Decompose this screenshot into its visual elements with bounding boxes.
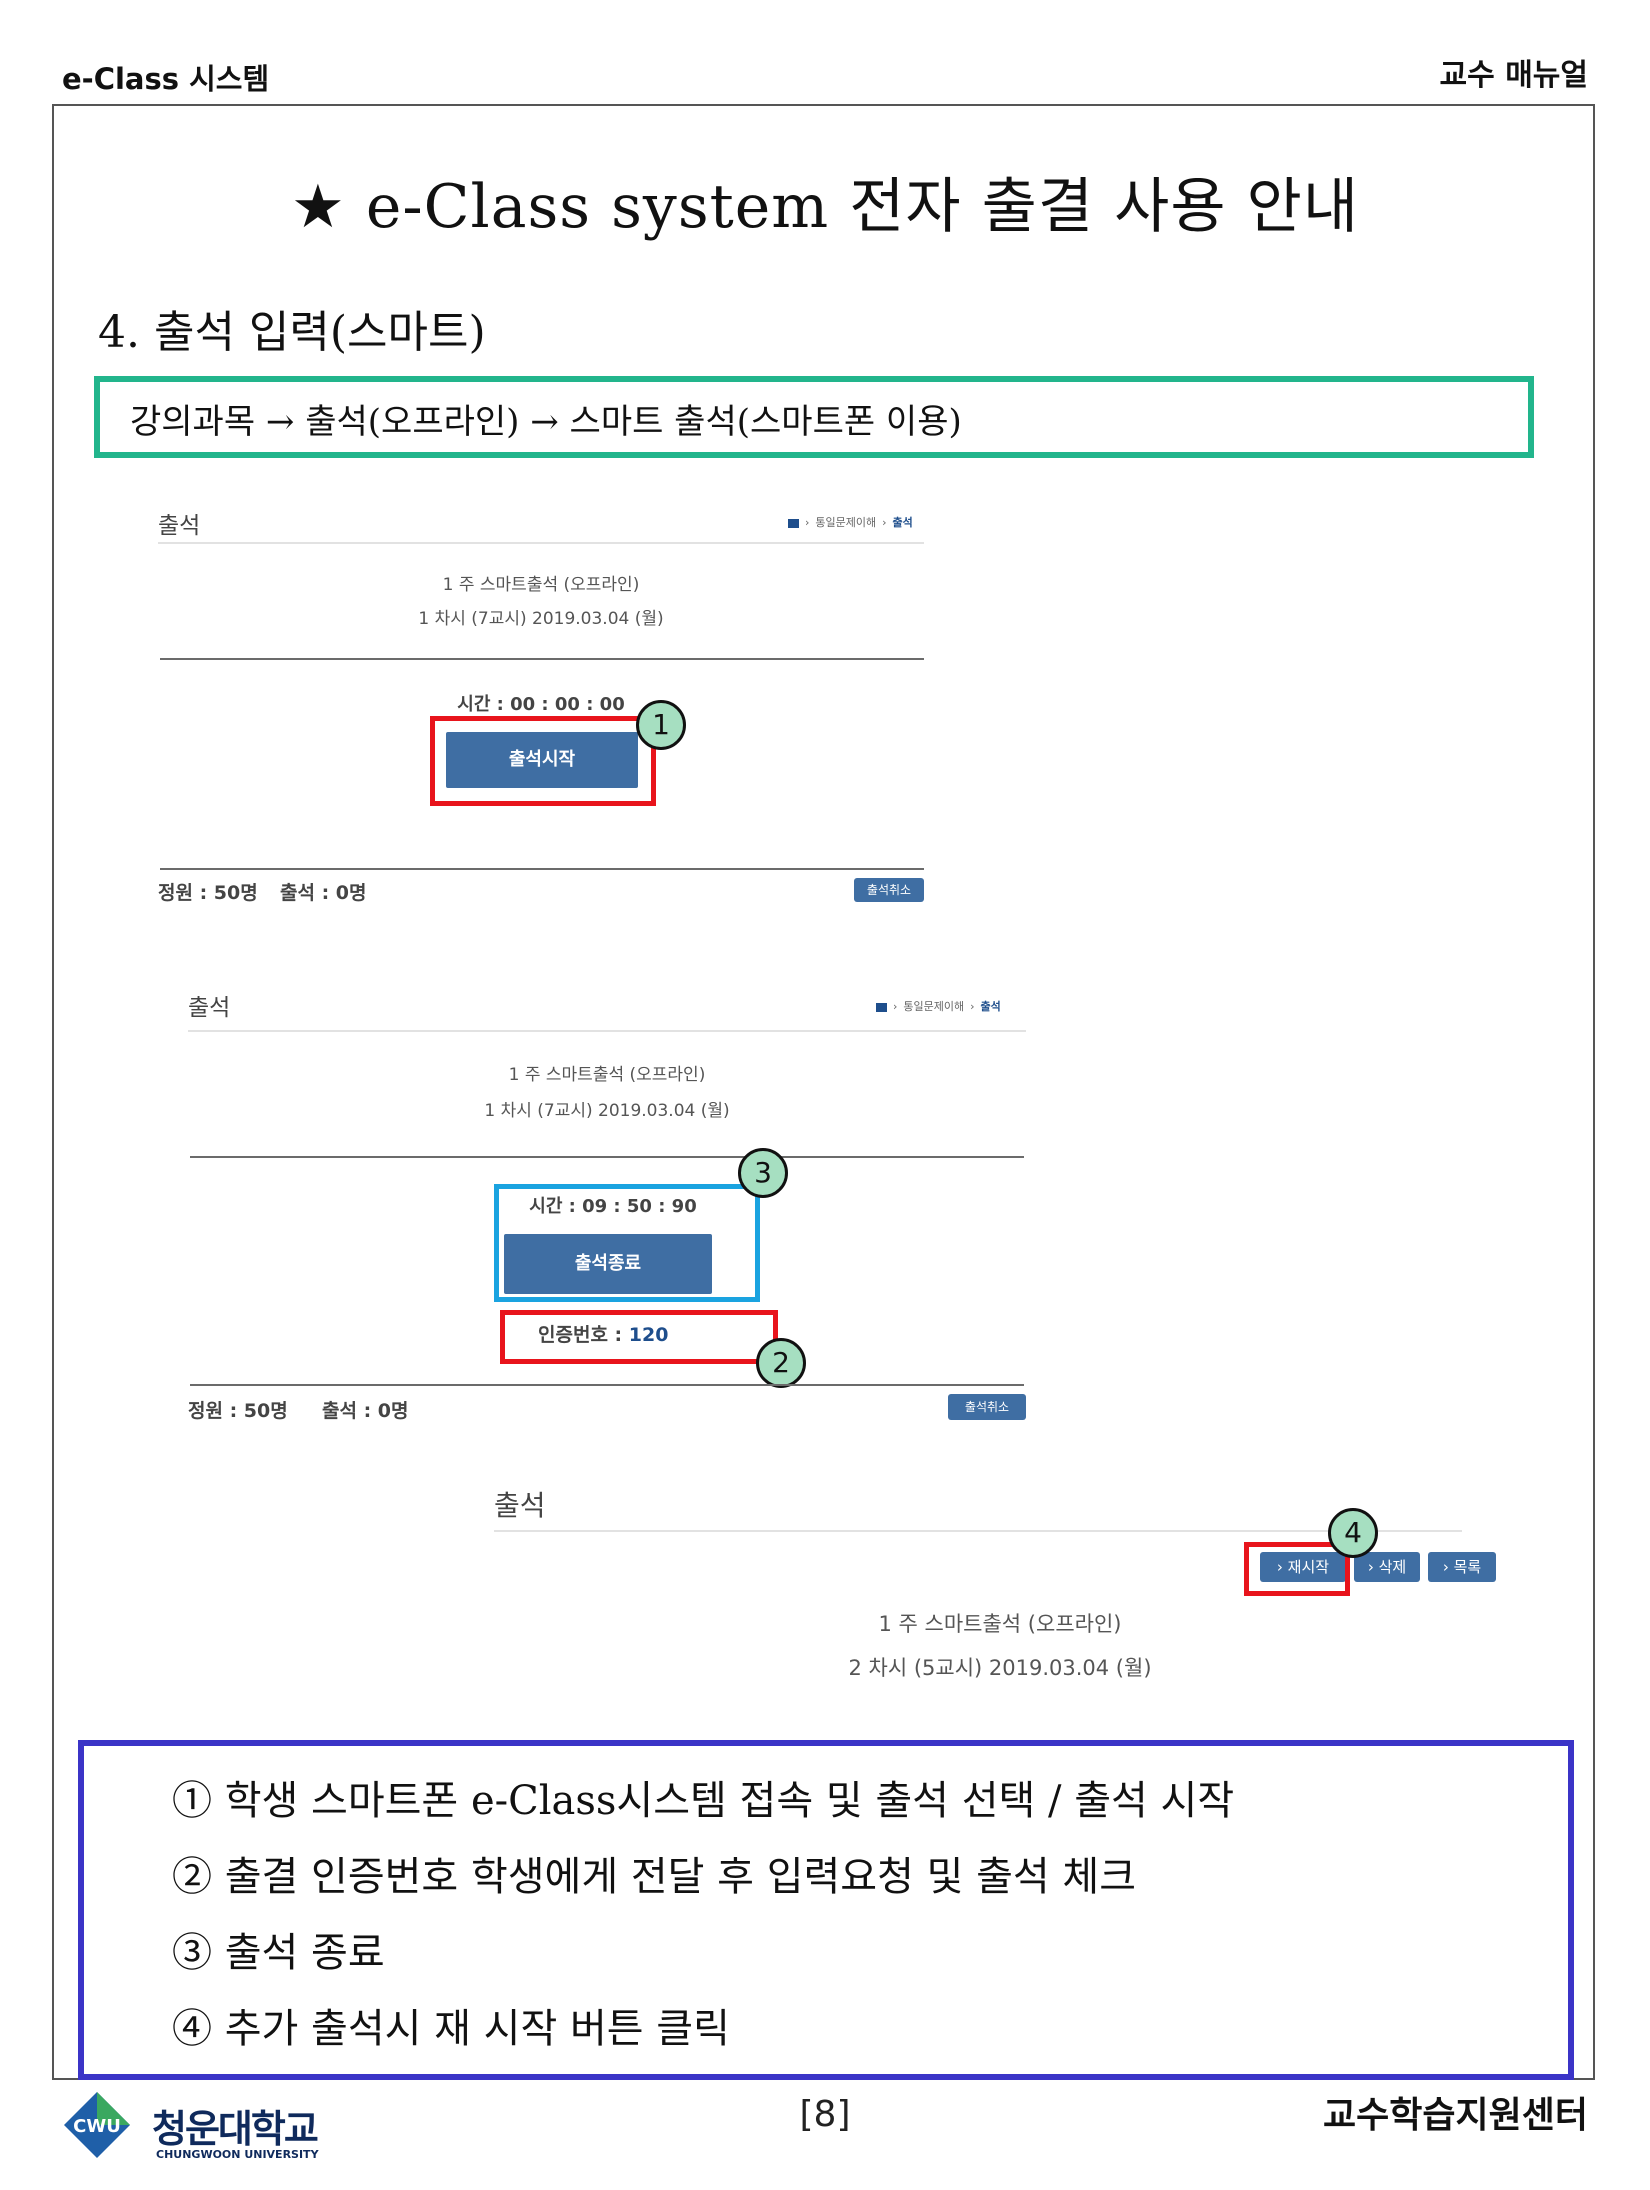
home-icon[interactable] <box>788 518 799 528</box>
instruction-1: ① 학생 스마트폰 e-Class시스템 접속 및 출석 선택 / 출석 시작 <box>172 1778 1235 1824</box>
page-title: ★ e-Class system 전자 출결 사용 안내 <box>290 172 1360 242</box>
list-button[interactable]: › 목록 <box>1428 1552 1496 1582</box>
step-marker-3: 3 <box>738 1148 788 1198</box>
restart-button[interactable]: › 재시작 <box>1260 1552 1346 1582</box>
divider <box>160 658 924 660</box>
panel1-session-week: 1 주 스마트출석 (오프라인) <box>442 575 640 595</box>
breadcrumb-course[interactable]: 통일문제이해 <box>815 516 877 529</box>
panel2-capacity: 정원 : 50명 <box>188 1400 288 1422</box>
panel3-title: 출석 <box>494 1489 546 1522</box>
university-logo-mark: CWU <box>73 2116 121 2137</box>
divider <box>190 1384 1024 1386</box>
home-icon[interactable] <box>876 1002 887 1012</box>
breadcrumb-current: 출석 <box>980 1000 1001 1013</box>
navigation-path: 강의과목 → 출석(오프라인) → 스마트 출석(스마트폰 이용) <box>130 402 962 442</box>
instruction-box <box>78 1740 1574 2080</box>
divider <box>160 868 924 870</box>
cancel-attendance-button[interactable]: 출석취소 <box>854 878 924 902</box>
university-logo-icon: CWU <box>64 2092 130 2158</box>
university-name-ko: 청운대학교 <box>152 2107 319 2151</box>
start-attendance-button[interactable]: 출석시작 <box>446 732 638 788</box>
header-system-name: e-Class 시스템 <box>62 62 270 96</box>
step-marker-1: 1 <box>636 700 686 750</box>
divider <box>190 1156 1024 1158</box>
navigation-path-box <box>94 376 1534 458</box>
panel2-attend-count: 출석 : 0명 <box>322 1400 409 1422</box>
highlight-box-start <box>430 716 656 806</box>
header-manual-name: 교수 매뉴얼 <box>1439 58 1588 93</box>
end-attendance-button[interactable]: 출석종료 <box>504 1234 712 1294</box>
highlight-box-end <box>494 1184 760 1302</box>
panel2-session-date: 1 차시 (7교시) 2019.03.04 (월) <box>484 1101 730 1121</box>
panel2-timer: 시간 : 09 : 50 : 90 <box>529 1196 697 1217</box>
panel1-session-date: 1 차시 (7교시) 2019.03.04 (월) <box>418 609 664 629</box>
auth-code-label: 인증번호 : <box>538 1324 629 1346</box>
panel1-attend-count: 출석 : 0명 <box>280 882 367 904</box>
instruction-4: ④ 추가 출석시 재 시작 버튼 클릭 <box>172 2006 730 2052</box>
cancel-attendance-button[interactable]: 출석취소 <box>948 1394 1026 1420</box>
auth-code-value: 120 <box>628 1324 669 1346</box>
section-heading: 4. 출석 입력(스마트) <box>98 307 486 358</box>
panel1-title: 출석 <box>158 513 201 539</box>
panel2-title: 출석 <box>188 995 231 1021</box>
page-number: [8] <box>799 2094 851 2135</box>
breadcrumb-course[interactable]: 통일문제이해 <box>903 1000 965 1013</box>
divider <box>188 1030 1026 1032</box>
auth-code: 인증번호 : 120 <box>538 1320 668 1347</box>
instruction-3: ③ 출석 종료 <box>172 1930 385 1976</box>
university-name-en: CHUNGWOON UNIVERSITY <box>156 2148 319 2161</box>
panel2-session-week: 1 주 스마트출석 (오프라인) <box>508 1065 706 1085</box>
panel1-capacity: 정원 : 50명 <box>158 882 258 904</box>
delete-button[interactable]: › 삭제 <box>1354 1552 1420 1582</box>
panel3-session-date: 2 차시 (5교시) 2019.03.04 (월) <box>848 1656 1152 1680</box>
center-name: 교수학습지원센터 <box>1323 2095 1588 2136</box>
instruction-2: ② 출결 인증번호 학생에게 전달 후 입력요청 및 출석 체크 <box>172 1854 1137 1900</box>
highlight-box-restart <box>1244 1542 1350 1596</box>
panel1-breadcrumb: ›통일문제이해›출석 <box>788 514 913 530</box>
step-marker-4: 4 <box>1328 1508 1378 1558</box>
breadcrumb-current: 출석 <box>892 516 913 529</box>
panel1-timer: 시간 : 00 : 00 : 00 <box>457 694 625 715</box>
panel2-breadcrumb: ›통일문제이해›출석 <box>876 998 1001 1014</box>
highlight-box-code <box>500 1310 778 1364</box>
panel3-session-week: 1 주 스마트출석 (오프라인) <box>878 1612 1122 1636</box>
step-marker-2: 2 <box>756 1338 806 1388</box>
divider <box>158 542 924 544</box>
divider <box>494 1530 1462 1532</box>
